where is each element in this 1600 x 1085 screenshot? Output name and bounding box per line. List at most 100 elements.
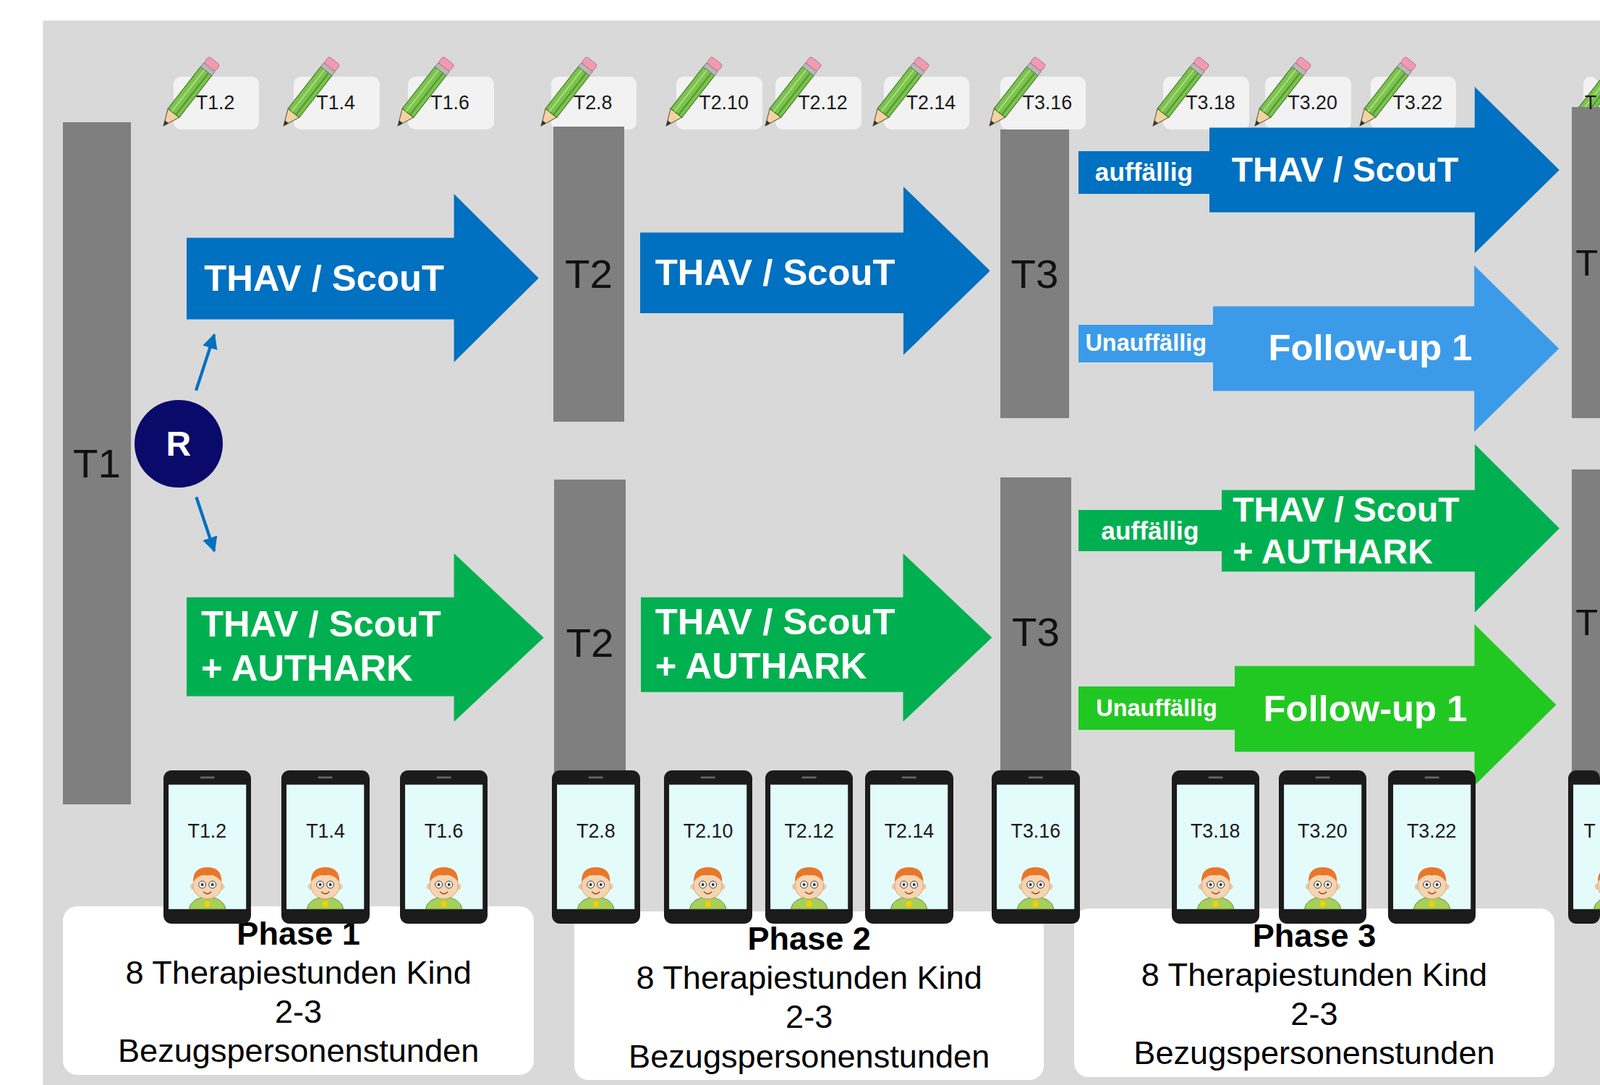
phone-speaker [901,776,917,780]
treatment-arrow: THAV / ScouT [186,193,539,363]
child-pupil [1039,883,1043,887]
tag-label: T2.14 [906,91,957,115]
phone-speaker [700,776,716,780]
child-eye [910,881,918,889]
child-eye [1313,881,1321,889]
child-eye [445,881,453,889]
arrow-label: THAV / ScouT [655,250,896,296]
smartphone: T2.10 [664,770,752,924]
phone-label: T2.12 [765,820,853,843]
treatment-arrow: THAV / ScouT + AUTHARK [186,553,544,722]
phone-label: T [1568,820,1600,843]
child-pupil [447,883,451,887]
tag-label: T3.18 [1185,91,1236,115]
measurement-bar: T3 [1000,477,1072,786]
child-pupil [701,883,705,887]
arrow-label: THAV / ScouT [1231,149,1459,191]
smartphone: T3.16 [991,770,1080,924]
pencil-eraser [913,55,931,71]
measurement-label: T [1575,241,1598,285]
smartphone: T2.8 [551,770,640,924]
child-eye [1432,881,1441,889]
pencil-lead [538,120,546,127]
child-pupil [1029,883,1033,887]
shirt-badge [440,901,447,908]
phone-screen [1283,784,1362,910]
child-eye [900,881,908,889]
tag-label: T2.12 [797,91,848,115]
child-eye [1027,881,1035,889]
smartphone: T3.18 [1171,770,1260,924]
arrow-label: Follow-up 1 [1268,326,1473,371]
phone-label: T2.10 [664,820,752,843]
pencil-lead [1253,120,1261,127]
phone-drawing [1388,770,1476,924]
child-pupil [902,883,906,887]
tag-label: T1.6 [430,91,470,115]
phone-screen [870,784,948,910]
arrow-label: Follow-up 1 [1262,687,1467,732]
phone-speaker [1207,776,1223,780]
shirt-badge [322,901,329,908]
child-eye [587,881,595,889]
time-tag: T3.22 [1370,76,1457,130]
phase-description: 8 Therapiestunden Kind 2-3 Bezugspersone… [619,958,999,1076]
phone-drawing [865,770,953,924]
child-mouth [1031,891,1040,895]
measurement-label: T2 [565,619,614,667]
tag-label: T [1584,91,1597,115]
phone-drawing [765,770,853,924]
phone-screen [770,784,848,910]
phone-drawing [400,770,488,924]
phone-label: T3.20 [1278,820,1367,843]
child-mouth [591,891,600,895]
time-tag: T1.6 [407,76,495,130]
phone-label: T3.22 [1388,820,1476,843]
arrow-label: THAV / ScouT [203,256,445,301]
child-pupil [437,883,441,887]
result-label-box: auffällig [1078,509,1222,551]
shirt-badge [203,901,210,908]
randomisation-circle: R [134,400,223,488]
arrow-polygon [186,193,539,363]
child-pupil [1218,883,1222,887]
phone-drawing [163,770,251,924]
smartphone: T [1568,770,1600,924]
time-tag: T2.8 [551,76,638,130]
child-pupil [318,883,322,887]
phone-speaker [199,776,215,780]
child-hair [429,867,458,882]
tag-label: T1.2 [196,91,236,115]
child-hair [311,867,340,882]
child-eye [800,881,808,889]
arrow-label: THAV / ScouT + AUTHARK [201,602,459,691]
child-pupil [802,883,806,887]
pencil-eraser [1295,55,1313,71]
time-tag: T2.12 [775,76,862,130]
child-mouth [321,891,330,895]
arrow-polygon [1234,624,1556,786]
child-eye [198,881,206,889]
child-eye [709,881,717,889]
child-eye [1216,881,1224,889]
child-eye [316,881,325,889]
smartphone: T1.4 [281,770,369,924]
result-label-box: Unauffällig [1078,324,1214,363]
phone-drawing [281,770,369,924]
treatment-arrow: THAV / ScouT [1209,86,1560,254]
child-eye [1206,881,1214,889]
arrow-polygon [640,186,991,356]
phone-label: T3.16 [991,820,1080,843]
shirt-badge [805,901,812,908]
child-eye [810,881,819,889]
randomisation-label: R [166,423,192,464]
smartphone: T3.22 [1388,770,1476,924]
time-tag: T2.10 [676,76,763,130]
child-eye [326,881,335,889]
shirt-badge [705,901,712,908]
treatment-arrow: THAV / ScouT [640,186,991,356]
tag-label: T3.22 [1393,91,1444,115]
pencil-eraser [324,55,341,71]
result-label: Unauffällig [1095,695,1218,722]
phone-speaker [588,776,604,780]
